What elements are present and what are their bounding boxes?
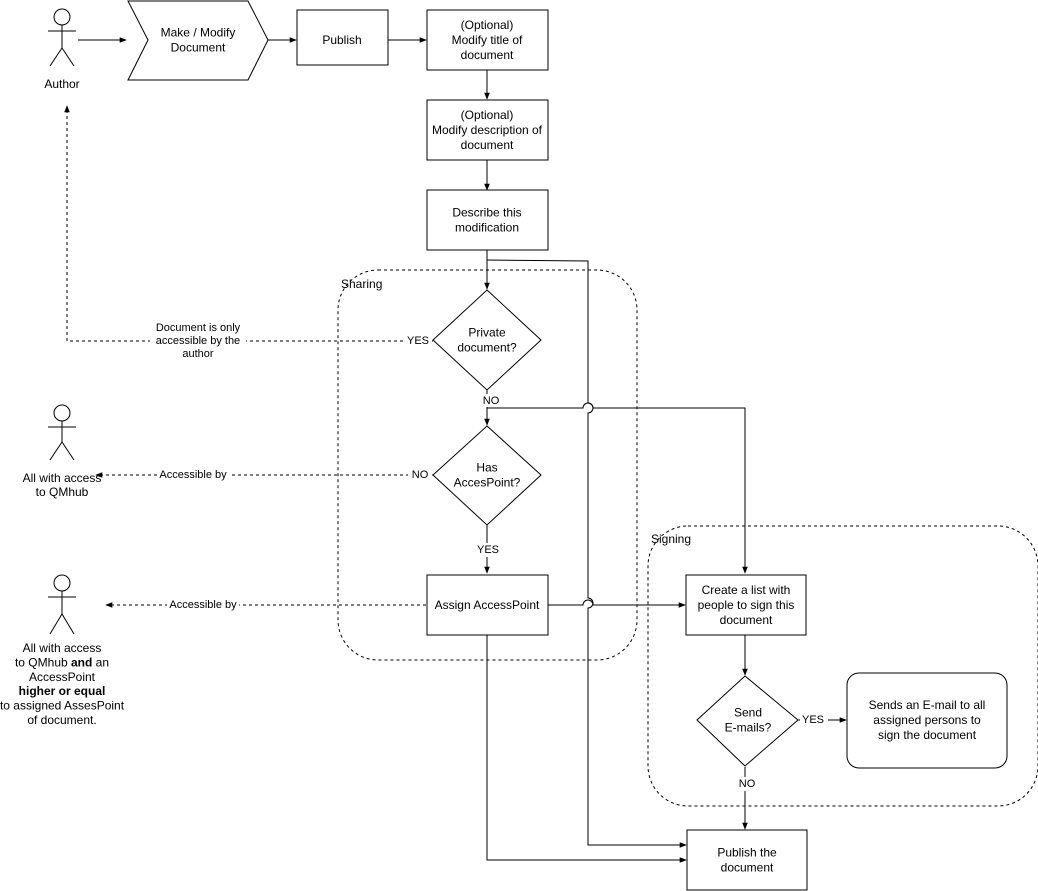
accessible-by-label-1: Accessible by [159, 469, 227, 481]
publish-node [296, 9, 389, 66]
assign-accesspoint-text: Assign AccessPoint [435, 598, 540, 612]
private-yes-label: YES [407, 335, 429, 347]
publish-text: Publish [322, 33, 361, 47]
private-document-decision [432, 289, 542, 391]
edge-assign-to-create-list [548, 599, 686, 608]
signing-group-label: Signing [651, 532, 691, 546]
assign-accesspoint-node [426, 574, 549, 636]
edge-no-to-create-list [487, 402, 748, 574]
author-label: Author [44, 77, 79, 91]
has-ap-no-label: NO [412, 469, 429, 481]
describe-modification-node [426, 189, 549, 251]
accessible-by-label-2: Accessible by [169, 599, 237, 611]
send-emails-decision [696, 675, 799, 767]
send-yes-label: YES [802, 714, 824, 726]
edge-private-yes-to-author [64, 105, 433, 342]
modify-description-node [426, 99, 549, 161]
sharing-group-label: Sharing [341, 277, 382, 291]
has-ap-yes-label: YES [477, 544, 499, 556]
has-accespoint-decision [432, 425, 542, 526]
author-actor [48, 8, 76, 67]
publish-document-node [686, 829, 808, 891]
all-qmhub-accesspoint-actor [48, 574, 76, 635]
make-modify-node [127, 0, 269, 81]
private-no-label: NO [483, 395, 500, 407]
all-qmhub-actor [48, 404, 76, 461]
sends-email-node [846, 672, 1008, 769]
edge-assign-to-publish-document [486, 635, 687, 863]
send-no-label: NO [739, 778, 756, 790]
modify-title-node [426, 9, 549, 71]
create-list-node [685, 574, 807, 636]
